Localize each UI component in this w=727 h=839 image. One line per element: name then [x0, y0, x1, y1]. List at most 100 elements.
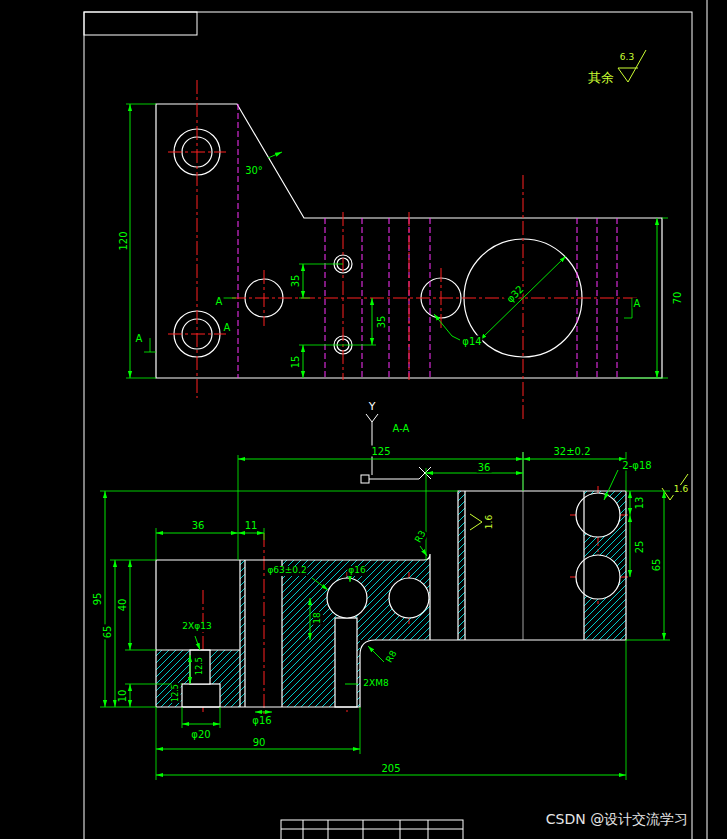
section-hatching-part — [458, 491, 465, 640]
section-title: A-A — [392, 423, 411, 434]
section-view-part — [182, 684, 220, 707]
dimension-lines-part — [105, 491, 106, 707]
watermark: CSDN @设计交流学习 — [545, 812, 689, 827]
dimension-value: 205 — [380, 763, 401, 774]
extension-lines-part — [662, 218, 668, 219]
center-lines-part — [168, 334, 226, 335]
dimension-value: 35 — [376, 315, 387, 330]
extension-lines-part — [238, 455, 239, 560]
extension-lines-part — [222, 298, 236, 299]
section-mark: A — [215, 296, 224, 307]
extension-lines-part — [626, 640, 627, 780]
center-lines-part — [197, 80, 198, 398]
view-axis-symbol-part — [366, 414, 378, 422]
dimension-lines-part — [130, 104, 131, 378]
dimension-value: 12.5 — [172, 683, 181, 703]
dimension-lines-part — [156, 533, 238, 534]
section-hatching-part — [156, 650, 245, 707]
dimension-lines-part — [630, 491, 631, 515]
dimension-lines-part — [238, 459, 523, 460]
section-view-part — [335, 618, 357, 707]
diameter-dimension: 2Xφ13 — [181, 622, 212, 632]
section-view-part — [389, 578, 429, 618]
center-lines-part — [441, 268, 442, 328]
diameter-dimension: φ32 — [504, 283, 527, 306]
extension-lines-part — [264, 528, 265, 540]
extension-lines-part — [626, 491, 670, 492]
roughness-symbol-part — [618, 68, 638, 69]
section-view-part — [156, 554, 430, 707]
section-view-part — [190, 650, 210, 684]
dimension-value: 40 — [117, 598, 128, 613]
section-view-part — [156, 491, 626, 707]
dimension-value: 65 — [651, 558, 662, 573]
extension-lines-part — [126, 378, 156, 379]
extension-lines-part — [426, 468, 427, 560]
radius-dimension: R3 — [413, 528, 429, 545]
extension-lines-part — [626, 640, 670, 641]
dimension-lines-part — [372, 298, 373, 345]
extension-lines-part — [624, 318, 632, 319]
radius-dimension: R8 — [384, 648, 400, 665]
extension-lines-part — [100, 491, 458, 492]
section-view-part — [156, 649, 240, 650]
section-view-part — [576, 493, 620, 537]
diameter-dimension: φ16 — [251, 715, 272, 726]
diameter-dimension: 2-φ18 — [621, 460, 652, 471]
dimension-value: 11 — [244, 520, 259, 531]
section-mark: A — [135, 333, 144, 344]
section-view-part — [327, 578, 367, 618]
dimension-value: 95 — [92, 592, 103, 607]
section-view-part — [244, 560, 245, 707]
leader-lines-part — [312, 578, 328, 590]
extension-lines-part — [523, 452, 524, 491]
section-mark: A — [633, 298, 642, 309]
leader-lines-part — [434, 314, 460, 340]
leader-lines — [195, 152, 618, 684]
view-axis-symbol-part — [369, 479, 419, 480]
view-axis-symbol — [361, 414, 431, 483]
dimension-value: 120 — [118, 230, 129, 251]
leader-lines-part — [195, 636, 200, 650]
center-lines-part — [232, 298, 640, 299]
leader-lines-part — [350, 576, 351, 582]
hidden-lines-part — [362, 218, 363, 378]
section-view-part — [281, 560, 282, 707]
dimension-lines-part — [657, 218, 658, 378]
extension-lines — [100, 104, 670, 780]
extension-lines-part — [299, 298, 310, 299]
center-lines-part — [343, 212, 344, 380]
roughness-value: 6.3 — [619, 53, 635, 63]
center-lines-part — [409, 212, 410, 380]
hidden-lines — [238, 104, 617, 378]
section-view-part — [523, 452, 524, 640]
dimension-lines-part — [156, 749, 360, 750]
dimension-lines-part — [190, 655, 191, 684]
extension-lines-part — [620, 378, 668, 379]
leader-lines-part — [268, 152, 282, 158]
dimension-lines-part — [523, 459, 626, 460]
dimension-lines-part — [480, 256, 566, 340]
section-view-part — [583, 491, 584, 640]
dimension-lines-part — [426, 473, 523, 474]
extension-lines-part — [626, 452, 627, 491]
dimension-lines-part — [630, 515, 631, 577]
sheet-frame-part — [281, 829, 463, 830]
roughness-value: 1.6 — [485, 514, 495, 530]
roughness-symbol-part — [470, 514, 482, 530]
roughness-symbol-part — [618, 50, 646, 82]
view-axis-symbol-part — [361, 475, 369, 483]
dimension-value: 90 — [252, 737, 267, 748]
dimension-lines-part — [130, 684, 131, 707]
extension-lines-part — [360, 707, 361, 754]
center-lines-part — [168, 152, 226, 153]
dimension-value: 18 — [313, 611, 323, 624]
dimension-lines-part — [310, 598, 311, 640]
extension-lines-part — [299, 264, 343, 265]
dimension-value: 36 — [191, 520, 206, 531]
section-view-part — [239, 560, 240, 707]
extension-lines-part — [144, 352, 156, 353]
dimension-value: 10 — [117, 689, 128, 704]
